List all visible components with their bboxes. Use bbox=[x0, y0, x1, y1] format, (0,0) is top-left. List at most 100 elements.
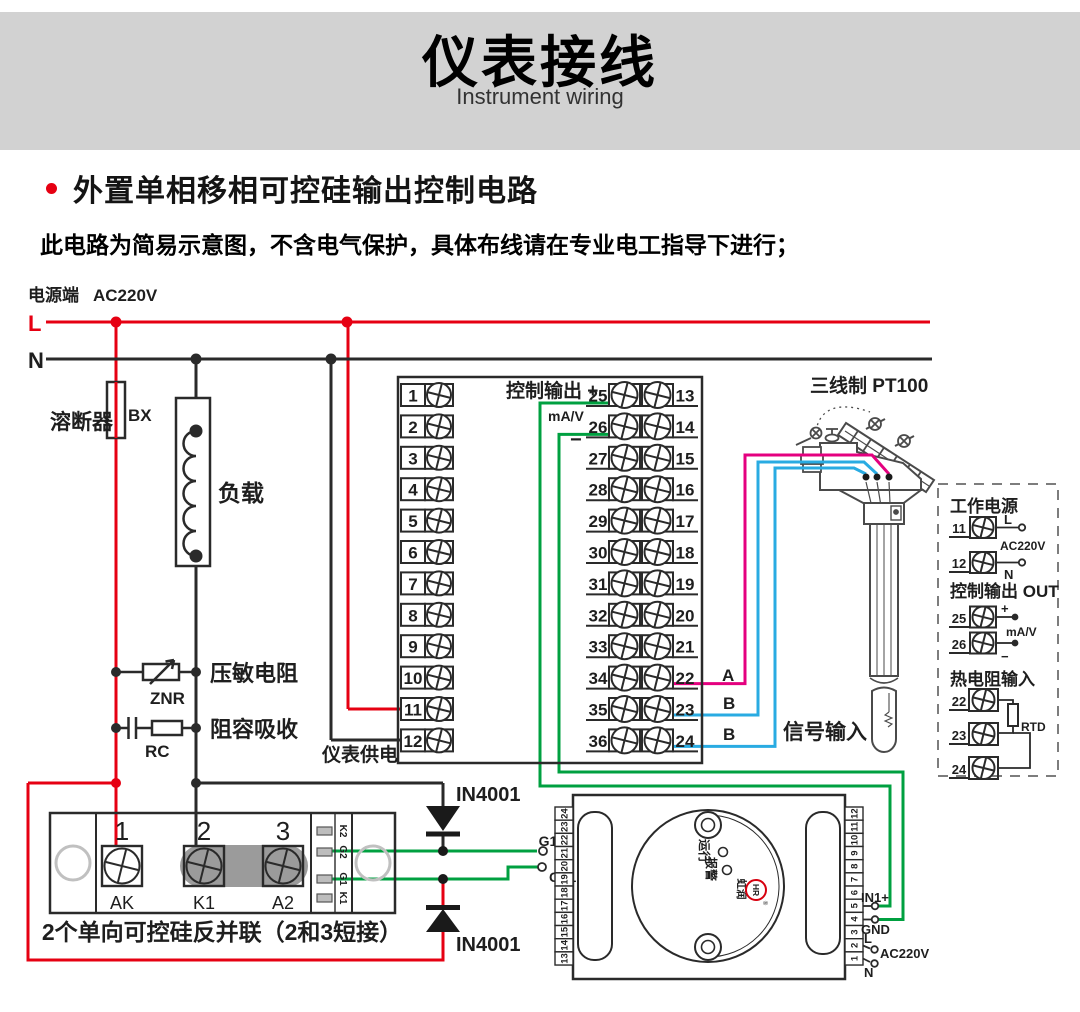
live-wires bbox=[26, 320, 930, 962]
section-heading-text: 外置单相移相可控硅输出控制电路 bbox=[73, 175, 538, 208]
gnd-label: GND bbox=[861, 922, 890, 937]
run-led-icon bbox=[717, 846, 729, 858]
terminal-number: 2 bbox=[408, 418, 417, 437]
brand-circle-icon bbox=[745, 879, 767, 901]
sensor-terminal-dot bbox=[885, 473, 893, 481]
brand-logo: 虹润 HR ® bbox=[735, 879, 768, 906]
strip-number: 2 bbox=[850, 943, 861, 948]
rtd-wiring bbox=[998, 699, 1031, 769]
live-line-label: L bbox=[28, 311, 41, 336]
strip-number: 16 bbox=[560, 914, 571, 925]
strip-number: 8 bbox=[850, 864, 861, 869]
terminal-number: 5 bbox=[408, 512, 417, 531]
panel-t24: 24 bbox=[952, 762, 967, 777]
strip-number: 21 bbox=[560, 847, 571, 858]
rc-label: 阻容吸收 bbox=[210, 717, 298, 742]
diode-bottom: IN4001 bbox=[426, 905, 521, 956]
in1-label: IN1+ bbox=[861, 890, 889, 905]
rtd-title: 热电阻输入 bbox=[950, 669, 1035, 689]
ma-v-label: mA/V bbox=[548, 408, 584, 424]
terminal-number: 35 bbox=[589, 701, 608, 720]
pt100-sensor bbox=[795, 406, 936, 753]
panel-l-label: L bbox=[1004, 512, 1012, 527]
wiring-diagram: 电源端 AC220V L N 溶断器 BX 负载 bbox=[26, 285, 1059, 981]
terminal-number: 16 bbox=[676, 481, 695, 500]
rtd-element-icon bbox=[883, 711, 894, 728]
svg-text:HR: HR bbox=[751, 884, 761, 896]
strip-number: 3 bbox=[850, 929, 861, 934]
panel-plus-label: + bbox=[1001, 601, 1009, 616]
title-banner: 仪表接线 Instrument wiring bbox=[0, 12, 1080, 150]
load-label: 负载 bbox=[218, 480, 264, 506]
alarm-led-label: 报警 bbox=[704, 857, 719, 881]
scr-terminal-label: K1 bbox=[193, 893, 215, 913]
mounting-hole-icon bbox=[354, 844, 392, 882]
shorting-bar bbox=[180, 845, 308, 887]
wire-rtd-a bbox=[657, 453, 891, 686]
terminal-number: 28 bbox=[589, 481, 608, 500]
wire-b1-label: B bbox=[723, 694, 735, 713]
strip-number: 5 bbox=[850, 902, 861, 908]
alarm-led-icon bbox=[721, 864, 733, 876]
strip-number: 20 bbox=[560, 861, 571, 872]
terminal-number: 7 bbox=[408, 575, 417, 594]
junction-dots bbox=[110, 316, 353, 788]
warning-text: 此电路为简易示意图，不含电气保护，具体布线请在专业电工指导下进行； bbox=[40, 232, 799, 258]
terminal-number: 23 bbox=[676, 701, 695, 720]
scr-terminal-number: 2 bbox=[197, 816, 211, 846]
terminal-number: 21 bbox=[676, 638, 695, 657]
terminal-number: 29 bbox=[589, 512, 608, 531]
instrument-power-label: 仪表供电 bbox=[321, 743, 398, 766]
sensor-terminal-dot bbox=[862, 473, 870, 481]
load-coil-icon bbox=[182, 429, 197, 558]
strip-number: 4 bbox=[850, 916, 861, 922]
terminal-number: 17 bbox=[676, 512, 695, 531]
terminal-number: 32 bbox=[589, 606, 608, 625]
wire-ctrl-plus bbox=[538, 401, 892, 908]
terminal-number: 8 bbox=[408, 606, 417, 625]
gate-pin-label: G1 bbox=[337, 872, 348, 886]
gl1-node bbox=[537, 862, 547, 872]
strip-number: 19 bbox=[560, 874, 571, 885]
scr-terminal-label: AK bbox=[110, 893, 134, 913]
gate-pin-icon bbox=[316, 847, 333, 857]
strip-number: 7 bbox=[850, 877, 861, 882]
strip-number: 6 bbox=[850, 890, 861, 895]
terminal-number: 24 bbox=[676, 732, 695, 751]
g1-node bbox=[538, 846, 548, 856]
rc-snubber: 阻容吸收 RC bbox=[116, 717, 298, 761]
strip-number: 10 bbox=[850, 835, 861, 846]
svg-text:®: ® bbox=[761, 901, 768, 906]
terminal-number: 1 bbox=[408, 387, 417, 406]
gate-pin-icon bbox=[316, 826, 333, 836]
strip-number: 18 bbox=[560, 887, 571, 898]
terminal-number: 22 bbox=[676, 669, 695, 688]
load: 负载 bbox=[174, 396, 264, 568]
gate-pin-label: K2 bbox=[337, 825, 348, 838]
sensor-label: 三线制 PT100 bbox=[810, 374, 928, 397]
terminal-number: 33 bbox=[589, 638, 608, 657]
terminal-number: 9 bbox=[408, 638, 417, 657]
page-title: 仪表接线 bbox=[422, 31, 658, 94]
strip-number: 17 bbox=[560, 900, 571, 911]
gate-pin-icon bbox=[316, 893, 333, 903]
neutral-line-label: N bbox=[28, 348, 44, 373]
wire-b2-label: B bbox=[723, 725, 735, 744]
g1-label: G1 bbox=[539, 833, 558, 849]
strip-number: 15 bbox=[560, 926, 571, 937]
panel-t12: 12 bbox=[952, 556, 966, 571]
panel-t22: 22 bbox=[952, 694, 966, 709]
strip-number: 11 bbox=[850, 821, 861, 832]
mounting-hole-icon bbox=[54, 844, 92, 882]
terminal-number: 30 bbox=[589, 544, 608, 563]
scr-terminal-number: 3 bbox=[276, 816, 290, 846]
gate-pin-label: G2 bbox=[337, 845, 348, 859]
diode-top-label: IN4001 bbox=[456, 784, 521, 806]
terminal-number: 19 bbox=[676, 575, 695, 594]
terminal-number: 10 bbox=[404, 669, 423, 688]
control-out-title: 控制输出 OUT bbox=[950, 581, 1059, 601]
varistor: 压敏电阻 ZNR bbox=[116, 658, 298, 708]
screw-terminal-icon bbox=[185, 847, 223, 885]
